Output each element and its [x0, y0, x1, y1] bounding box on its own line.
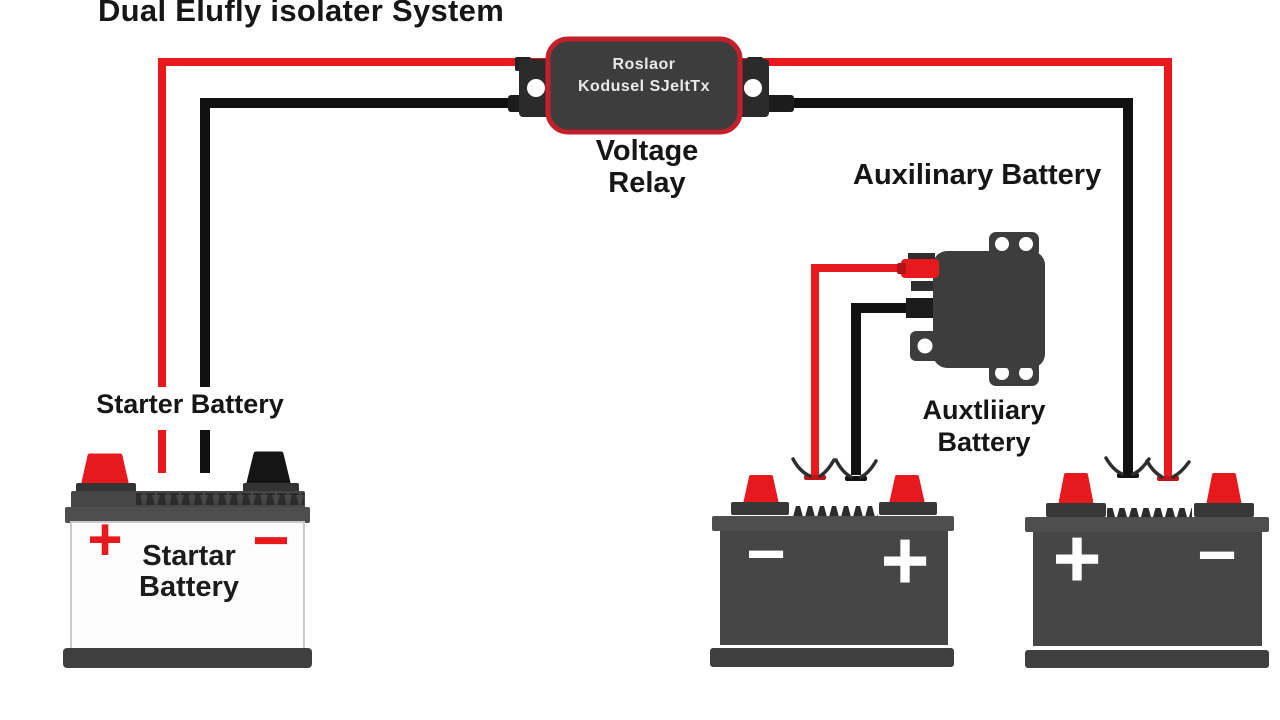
right-minus-symbol: −	[1197, 517, 1237, 593]
wire-end-middle-red	[791, 457, 836, 480]
right-plus-symbol: +	[1052, 511, 1102, 605]
relay-mount-hole-right	[744, 79, 762, 97]
relay-module	[897, 232, 1045, 386]
starter-battery-graphic	[63, 451, 312, 668]
starter-battery-name-line1: Startar	[142, 540, 236, 572]
starter-battery-name-line2: Battery	[139, 571, 239, 603]
relay-box-text: Roslaor Kodusel SJeltTx	[552, 54, 736, 98]
module-red-plug	[901, 259, 939, 278]
starter-positive-terminal	[80, 453, 130, 490]
middle-battery-graphic	[710, 475, 954, 667]
voltage-relay-box	[508, 36, 794, 135]
voltage-relay-label: Voltage Relay	[558, 135, 736, 199]
auxiliary-battery-mid-label-line2: Battery	[937, 427, 1031, 457]
starter-negative-terminal	[245, 451, 292, 490]
voltage-relay-label-line2: Relay	[608, 167, 686, 199]
wire-red-branch	[811, 264, 934, 475]
auxiliary-battery-mid-label: Auxtliiary Battery	[876, 394, 1092, 458]
wire-end-middle-black	[834, 458, 878, 481]
starter-minus-symbol: −	[252, 504, 290, 576]
wire-end-right-black	[1104, 456, 1151, 478]
auxiliary-battery-mid-label-line1: Auxtliiary	[922, 395, 1046, 425]
middle-plus-symbol: +	[880, 513, 930, 607]
relay-mount-hole-left	[527, 79, 545, 97]
right-battery-graphic	[1025, 473, 1269, 668]
starter-battery-name: Startar Battery	[78, 541, 300, 603]
starter-battery-label: Starter Battery	[83, 387, 297, 430]
wire-end-right-red	[1145, 459, 1191, 481]
relay-box-text-line1: Roslaor	[612, 56, 676, 73]
starter-plus-symbol: +	[87, 506, 123, 573]
relay-box-text-line2: Kodusel SJeltTx	[578, 78, 710, 95]
auxiliary-battery-top-label: Auxilinary Battery	[853, 159, 1102, 191]
voltage-relay-label-line1: Voltage	[595, 135, 699, 167]
middle-minus-symbol: −	[746, 516, 786, 592]
diagram-title: Dual Elufly isolater System	[98, 0, 505, 28]
